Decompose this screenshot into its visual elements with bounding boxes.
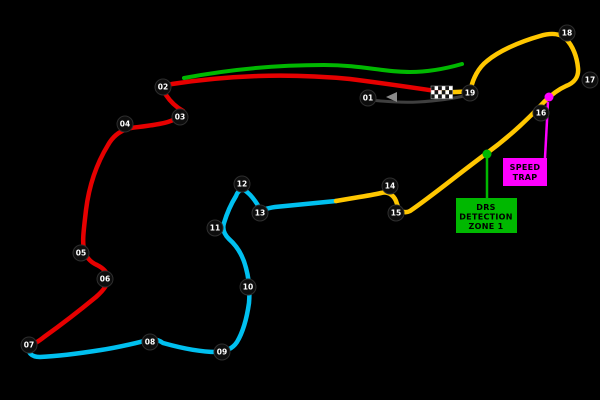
track-sector-2 — [26, 187, 339, 360]
turn-marker-circle — [206, 219, 224, 237]
checkered-flag-cell — [445, 86, 449, 91]
drs-zone-line — [182, 62, 464, 80]
turn-marker-label: 19 — [465, 89, 475, 98]
checkered-flag-cell — [431, 90, 435, 95]
turn-marker-label: 10 — [243, 283, 253, 292]
checkered-flag-cell — [449, 86, 453, 91]
speed-trap-dot — [544, 92, 554, 102]
turn-marker-circle — [154, 78, 172, 96]
turn-marker-circle — [558, 24, 576, 42]
checkered-flag-cell — [449, 94, 453, 99]
pit-lane — [360, 93, 470, 104]
turn-marker-circle — [381, 177, 399, 195]
speed-trap-box — [503, 158, 547, 186]
checkered-flag-cell — [431, 94, 435, 99]
turn-marker-label: 06 — [100, 275, 110, 284]
speed-trap-label-line1: SPEED — [510, 163, 541, 172]
turn-marker-label: 17 — [585, 76, 595, 85]
turn-marker-circle — [233, 175, 251, 193]
track-sector-1 — [27, 73, 446, 350]
turn-marker-circle — [461, 84, 479, 102]
checkered-flag-cell — [441, 94, 446, 99]
speed-trap-label-line2: TRAP — [513, 173, 538, 182]
turn-marker-label: 15 — [391, 209, 401, 218]
drs-detection-label-line1: DRS — [476, 203, 495, 212]
drs-detection-label-line3: ZONE 1 — [469, 222, 504, 231]
turn-marker-label: 07 — [24, 341, 34, 350]
turn-marker-label: 14 — [385, 182, 395, 191]
checkered-flag-cell — [445, 94, 449, 99]
turn-marker-label: 12 — [237, 180, 247, 189]
turn-marker-circle — [239, 278, 257, 296]
checkered-flag-cell — [441, 90, 446, 95]
drs-detection-box — [456, 198, 517, 233]
checkered-flag-cell — [438, 86, 442, 91]
turn-marker-label: 01 — [363, 94, 373, 103]
turn-marker-label: 13 — [255, 209, 265, 218]
drs-detection-callout: DRS DETECTION ZONE 1 — [456, 149, 517, 233]
turn-marker-label: 04 — [120, 120, 130, 129]
track-sector-3 — [333, 31, 581, 215]
turn-marker-circle — [532, 104, 550, 122]
turn-marker-circle — [251, 204, 269, 222]
checkered-flag-cell — [431, 86, 435, 91]
turn-marker-circle — [116, 115, 134, 133]
turn-marker-circle — [359, 89, 377, 107]
checkered-flag-cell — [434, 86, 439, 91]
turn-marker-label: 05 — [76, 249, 86, 258]
checkered-flag-cell — [445, 90, 449, 95]
turn-marker-label: 08 — [145, 338, 155, 347]
checkered-flag-border — [430, 85, 453, 99]
turn-markers: 01 02 03 04 05 06 07 08 09 10 11 12 13 14 15 16 17 18 19 — [20, 24, 599, 361]
turn-marker-circle — [72, 244, 90, 262]
turn-marker-circle — [20, 336, 38, 354]
turn-marker-circle — [171, 108, 189, 126]
turn-marker-label: 11 — [210, 224, 220, 233]
drs-detection-label-line2: DETECTION — [459, 213, 513, 222]
checkered-flag-cell — [449, 90, 453, 95]
turn-marker-label: 18 — [562, 29, 572, 38]
turn-marker-circle — [581, 71, 599, 89]
turn-marker-label: 09 — [217, 348, 227, 357]
turn-marker-circle — [387, 204, 405, 222]
turn-marker-circle — [213, 343, 231, 361]
checkered-flag-icon — [430, 85, 453, 99]
checkered-flag-cell — [438, 90, 442, 95]
direction-arrow-icon — [386, 92, 397, 102]
turn-marker-label: 02 — [158, 83, 168, 92]
turn-marker-label: 03 — [175, 113, 185, 122]
checkered-flag-cell — [434, 94, 439, 99]
speed-trap-callout: SPEED TRAP — [503, 92, 554, 186]
turn-marker-label: 16 — [536, 109, 546, 118]
turn-marker-circle — [141, 333, 159, 351]
checkered-flag-cell — [438, 94, 442, 99]
turn-marker-circle — [96, 270, 114, 288]
checkered-flag-cell — [434, 90, 439, 95]
checkered-flag-cell — [441, 86, 446, 91]
drs-detection-dot — [482, 149, 492, 159]
